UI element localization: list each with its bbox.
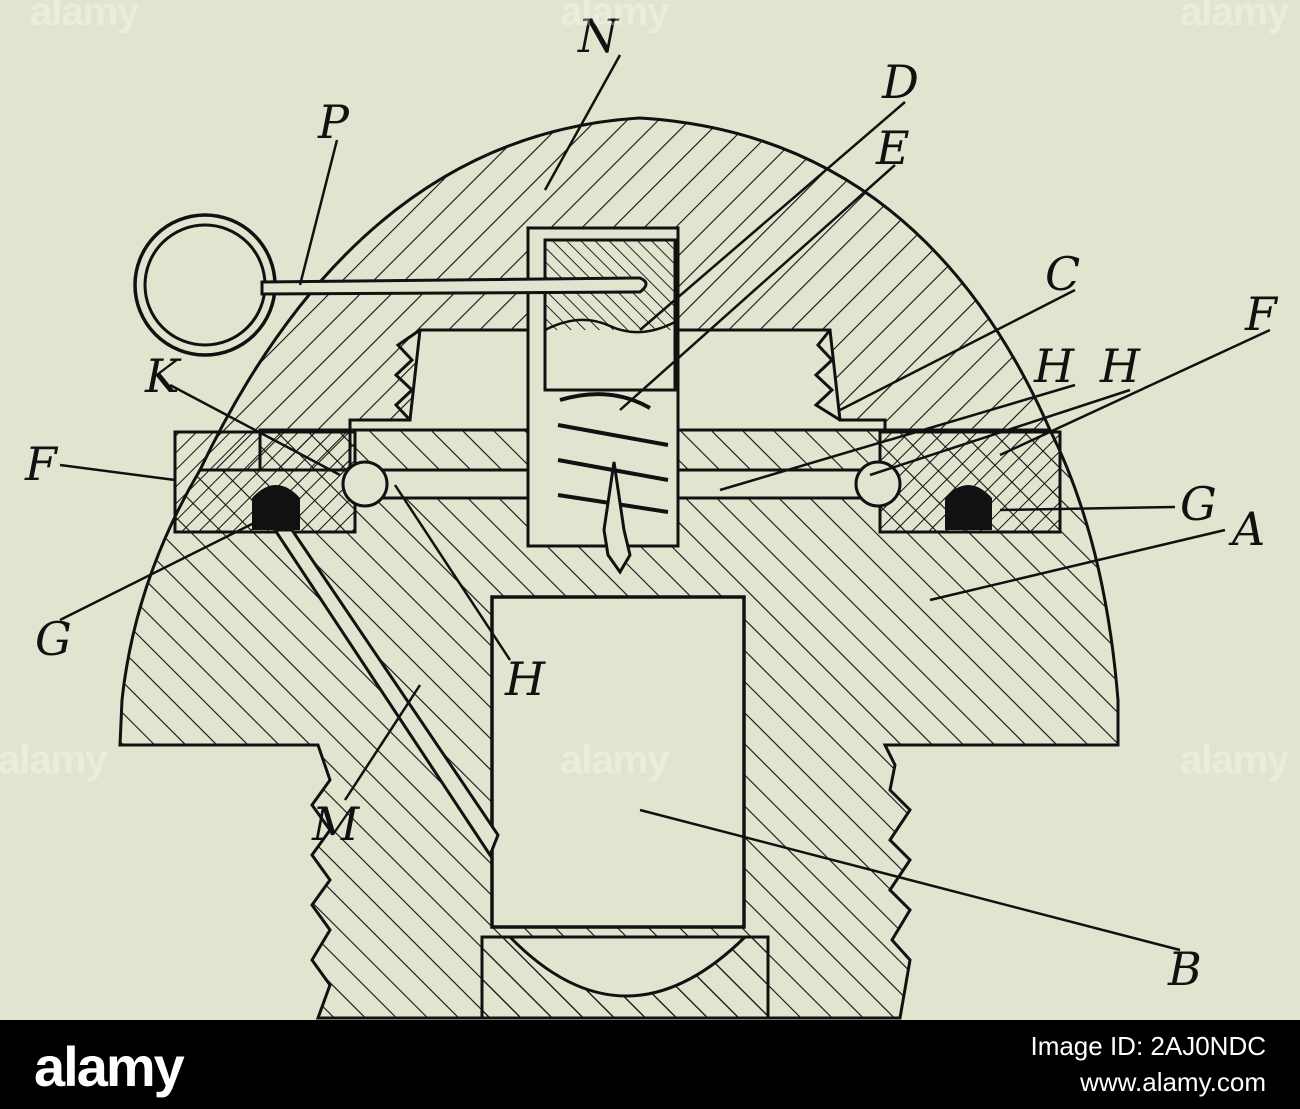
watermark: alamy	[30, 0, 139, 34]
alamy-logo: alamy	[34, 1035, 185, 1098]
safety-ring-outer	[133, 213, 277, 357]
cavity-b	[490, 595, 746, 929]
watermark: alamy	[1180, 738, 1289, 782]
label-d: D	[881, 55, 919, 109]
label-c: C	[1045, 247, 1080, 301]
label-f-right: F	[1244, 287, 1279, 341]
label-e: E	[875, 121, 910, 175]
watermark: alamy	[0, 738, 107, 782]
label-k: K	[144, 349, 182, 403]
duct-m	[272, 528, 500, 859]
label-f-left: F	[24, 437, 59, 491]
fuse-cross-section-diagram: N D E P C H H F K F G A G H M B	[24, 9, 1279, 1020]
label-p: P	[317, 95, 350, 149]
watermark: alamy	[1180, 0, 1289, 34]
safety-pin-p	[260, 276, 648, 296]
site-url: www.alamy.com	[1080, 1067, 1266, 1097]
cap-thread-left	[393, 328, 421, 422]
image-id: Image ID: 2AJ0NDC	[1030, 1031, 1266, 1061]
gasket-g-left	[252, 485, 300, 530]
gasket-g-right	[945, 485, 992, 530]
label-g-left: G	[35, 612, 72, 666]
label-h-2: H	[1099, 339, 1141, 393]
cap-thread-right	[813, 329, 841, 422]
leader-lines	[59, 54, 1271, 952]
label-m: M	[311, 797, 361, 851]
watermark: alamy	[560, 738, 669, 782]
label-g-right: G	[1180, 477, 1217, 531]
footer-bar: alamy Image ID: 2AJ0NDC www.alamy.com	[0, 1020, 1300, 1109]
label-n: N	[577, 9, 620, 63]
label-a: A	[1228, 502, 1265, 556]
channel-h-end-right	[854, 460, 902, 508]
striker-d-break	[544, 318, 676, 334]
label-h-1: H	[1033, 339, 1075, 393]
channel-h-end-left	[341, 460, 389, 508]
firing-pin	[602, 461, 632, 575]
watermark: alamy	[560, 0, 669, 34]
safety-ring-inner	[143, 223, 267, 347]
cavity-b-bowl	[506, 935, 749, 998]
label-h-lower: H	[504, 652, 546, 706]
label-b: B	[1167, 942, 1202, 996]
footer-info: Image ID: 2AJ0NDC www.alamy.com	[1030, 1028, 1266, 1100]
